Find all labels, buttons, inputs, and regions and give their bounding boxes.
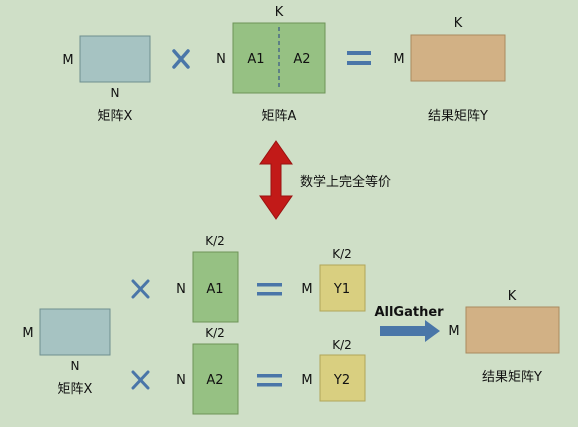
bottom-matrix-x-group: M N 矩阵X	[22, 308, 111, 397]
top-matrix-y	[410, 34, 506, 82]
equivalence-label: 数学上完全等价	[300, 174, 391, 190]
top-y-cols-label: K	[454, 16, 463, 31]
bottom-y2-rows-label: M	[301, 373, 312, 388]
bottom-x-caption: 矩阵X	[58, 382, 93, 397]
bottom-row2-equals-icon	[257, 374, 282, 387]
bottom-x-cols-label: N	[71, 359, 80, 373]
top-multiply-icon	[172, 49, 190, 69]
bottom-row1-multiply-icon	[131, 279, 150, 299]
bottom-y1-cols-label: K/2	[332, 247, 352, 261]
bottom-a1-cols-label: K/2	[205, 234, 225, 248]
bottom-y1-name: Y1	[333, 282, 350, 297]
top-a-caption: 矩阵A	[262, 109, 297, 124]
double-arrow-icon	[259, 140, 293, 220]
bottom-x-rows-label: M	[22, 326, 33, 341]
bottom-matrix-x	[39, 308, 111, 356]
top-matrix-a-group: K N A1 A2 矩阵A	[216, 5, 326, 124]
bottom-matrix-y2	[319, 354, 366, 402]
bottom-y-caption: 结果矩阵Y	[482, 370, 542, 385]
bottom-a1-rows-label: N	[176, 282, 186, 297]
bottom-row1-equals-icon	[257, 283, 282, 296]
right-arrow-icon	[380, 320, 440, 342]
top-x-cols-label: N	[111, 86, 120, 100]
bottom-y2-cols-label: K/2	[332, 338, 352, 352]
bottom-matrix-y	[465, 306, 560, 354]
allgather-label: AllGather	[374, 305, 444, 320]
top-a-right-half: A2	[293, 52, 310, 67]
bottom-row2-a-group: K/2 N A2	[176, 326, 239, 415]
top-a-cols-label: K	[275, 5, 284, 20]
top-matrix-x	[79, 35, 151, 83]
bottom-y2-name: Y2	[333, 373, 350, 388]
bottom-matrix-y-group: K M 结果矩阵Y	[448, 289, 560, 385]
bottom-y1-rows-label: M	[301, 282, 312, 297]
bottom-a2-rows-label: N	[176, 373, 186, 388]
bottom-matrix-y1	[319, 264, 366, 312]
bottom-a2-cols-label: K/2	[205, 326, 225, 340]
top-x-rows-label: M	[62, 53, 73, 68]
bottom-a2-name: A2	[206, 373, 223, 388]
top-matrix-y-group: K M 结果矩阵Y	[393, 16, 506, 124]
bottom-row2-multiply-icon	[131, 370, 150, 390]
bottom-row1-a-group: K/2 N A1	[176, 234, 239, 323]
bottom-row1-y-group: K/2 M Y1	[301, 247, 366, 312]
bottom-a1-name: A1	[206, 282, 223, 297]
top-equals-icon	[347, 51, 371, 65]
top-y-caption: 结果矩阵Y	[428, 109, 488, 124]
top-a-rows-label: N	[216, 52, 226, 67]
bottom-matrix-a1	[192, 251, 239, 323]
top-a-left-half: A1	[247, 52, 264, 67]
bottom-y-rows-label: M	[448, 324, 459, 339]
bottom-matrix-a2	[192, 343, 239, 415]
top-y-rows-label: M	[393, 52, 404, 67]
top-matrix-x-group: M N 矩阵X	[62, 35, 151, 124]
bottom-row2-y-group: K/2 M Y2	[301, 338, 366, 402]
top-x-caption: 矩阵X	[98, 109, 133, 124]
bottom-y-cols-label: K	[508, 289, 517, 304]
